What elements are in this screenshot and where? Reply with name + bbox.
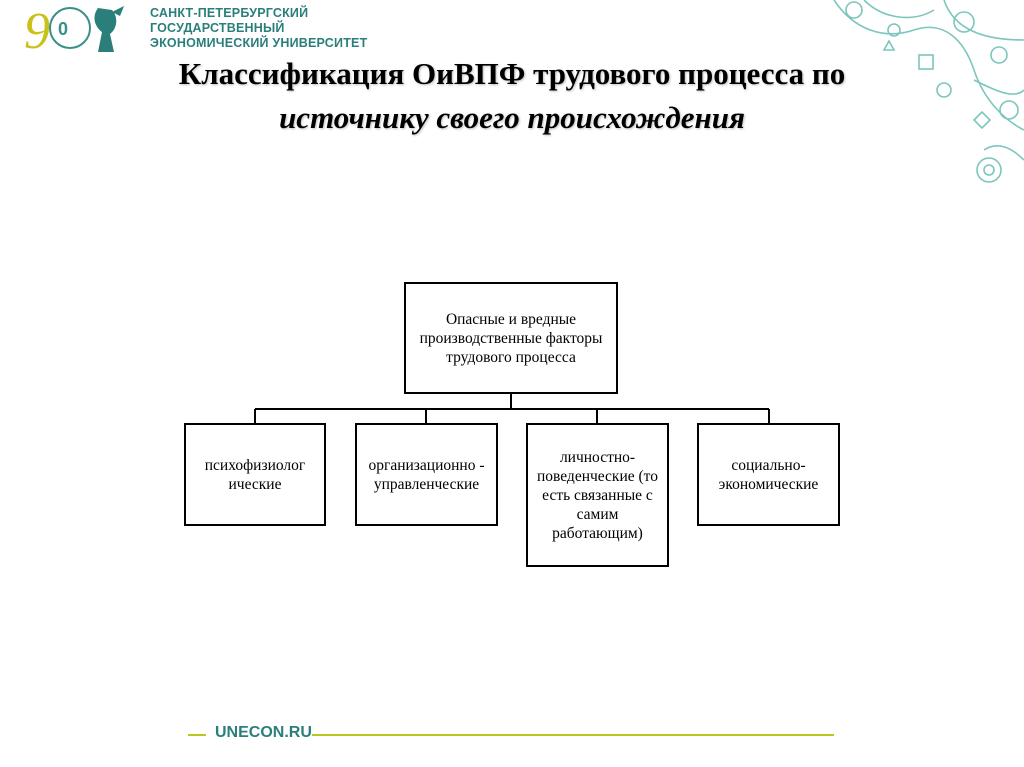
child-node-socioeconomic: социально-экономические xyxy=(697,423,840,526)
footer-accent-line-left xyxy=(188,734,206,736)
footer-accent-line-right xyxy=(312,734,834,736)
child-node-behavioral: личностно-поведенческие (то есть связанн… xyxy=(526,423,669,567)
slide-title: Классификация ОиВПФ трудового процесса п… xyxy=(60,52,964,140)
university-name: САНКТ-ПЕТЕРБУРГСКИЙ ГОСУДАРСТВЕННЫЙ ЭКОН… xyxy=(150,6,368,50)
logo-emblem-icon: 9 0 xyxy=(24,3,124,60)
university-logo: 9 0 САНКТ-ПЕТЕРБУРГСКИЙ ГОСУДАРСТВЕННЫЙ … xyxy=(22,2,367,60)
title-line-1: Классификация ОиВПФ трудового процесса п… xyxy=(178,56,846,91)
footer-site-link[interactable]: UNECON.RU xyxy=(215,724,312,741)
child-node-psychophysiological: психофизиолог ические xyxy=(184,423,326,526)
root-node: Опасные и вредные производственные факто… xyxy=(404,282,618,394)
child-node-organizational: организационно - управленческие xyxy=(355,423,498,526)
decorative-corner-icons xyxy=(833,0,1024,183)
svg-text:9: 9 xyxy=(24,3,50,56)
title-line-2: источнику своего происхождения xyxy=(279,100,745,135)
svg-text:0: 0 xyxy=(58,19,68,39)
